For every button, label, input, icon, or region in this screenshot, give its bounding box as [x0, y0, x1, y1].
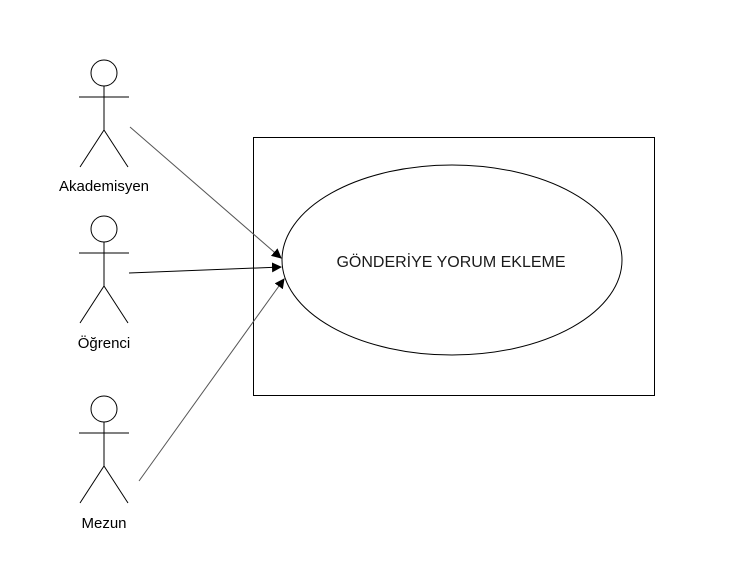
actor-mezun[interactable] [79, 395, 129, 504]
association-akademisyen[interactable] [129, 126, 282, 259]
actor-right-leg [103, 285, 129, 324]
actor-ogrenci[interactable] [79, 215, 129, 324]
actor-left-leg [79, 285, 105, 324]
actor-right-leg [103, 465, 129, 504]
association-mezun[interactable] [138, 278, 285, 482]
actor-left-leg [79, 465, 105, 504]
actor-akademisyen-label: Akademisyen [59, 178, 149, 195]
actor-left-leg [79, 129, 105, 168]
actor-head [90, 395, 118, 423]
actor-head [90, 59, 118, 87]
actor-head [90, 215, 118, 243]
use-case-label: GÖNDERİYE YORUM EKLEME [336, 252, 565, 271]
actor-ogrenci-label: Öğrenci [78, 334, 131, 352]
use-case-ellipse [281, 164, 623, 356]
actor-mezun-label: Mezun [81, 515, 126, 532]
actor-right-leg [103, 129, 129, 168]
association-ogrenci[interactable] [128, 262, 282, 274]
use-case[interactable]: GÖNDERİYE YORUM EKLEME [281, 164, 623, 356]
system-boundary [253, 137, 655, 396]
actor-akademisyen[interactable] [79, 59, 129, 168]
